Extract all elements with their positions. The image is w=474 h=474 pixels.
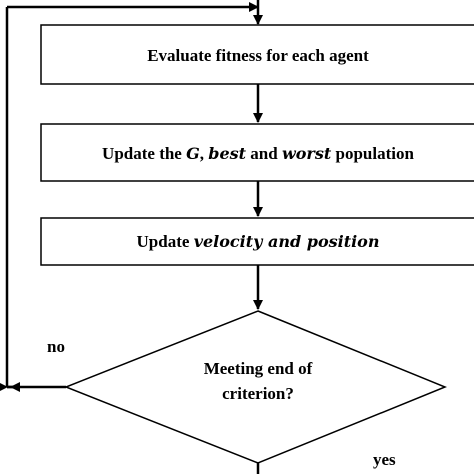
evaluate-fitness-text: Evaluate fitness for each agent: [147, 46, 369, 65]
yes-branch-label: yes: [373, 450, 396, 469]
decision-text-line1: Meeting end of: [204, 359, 313, 378]
update-g-best-worst-text: Update the G, best and worst population: [102, 144, 414, 163]
update-velocity-position-box: [40, 217, 474, 266]
evaluate-fitness-box: [40, 24, 474, 85]
update-velocity-position-text: Update velocity and position: [137, 232, 380, 251]
no-branch-arrowhead: [10, 382, 20, 392]
no-branch-label: no: [47, 337, 65, 356]
decision-text-line2: criterion?: [222, 384, 294, 403]
